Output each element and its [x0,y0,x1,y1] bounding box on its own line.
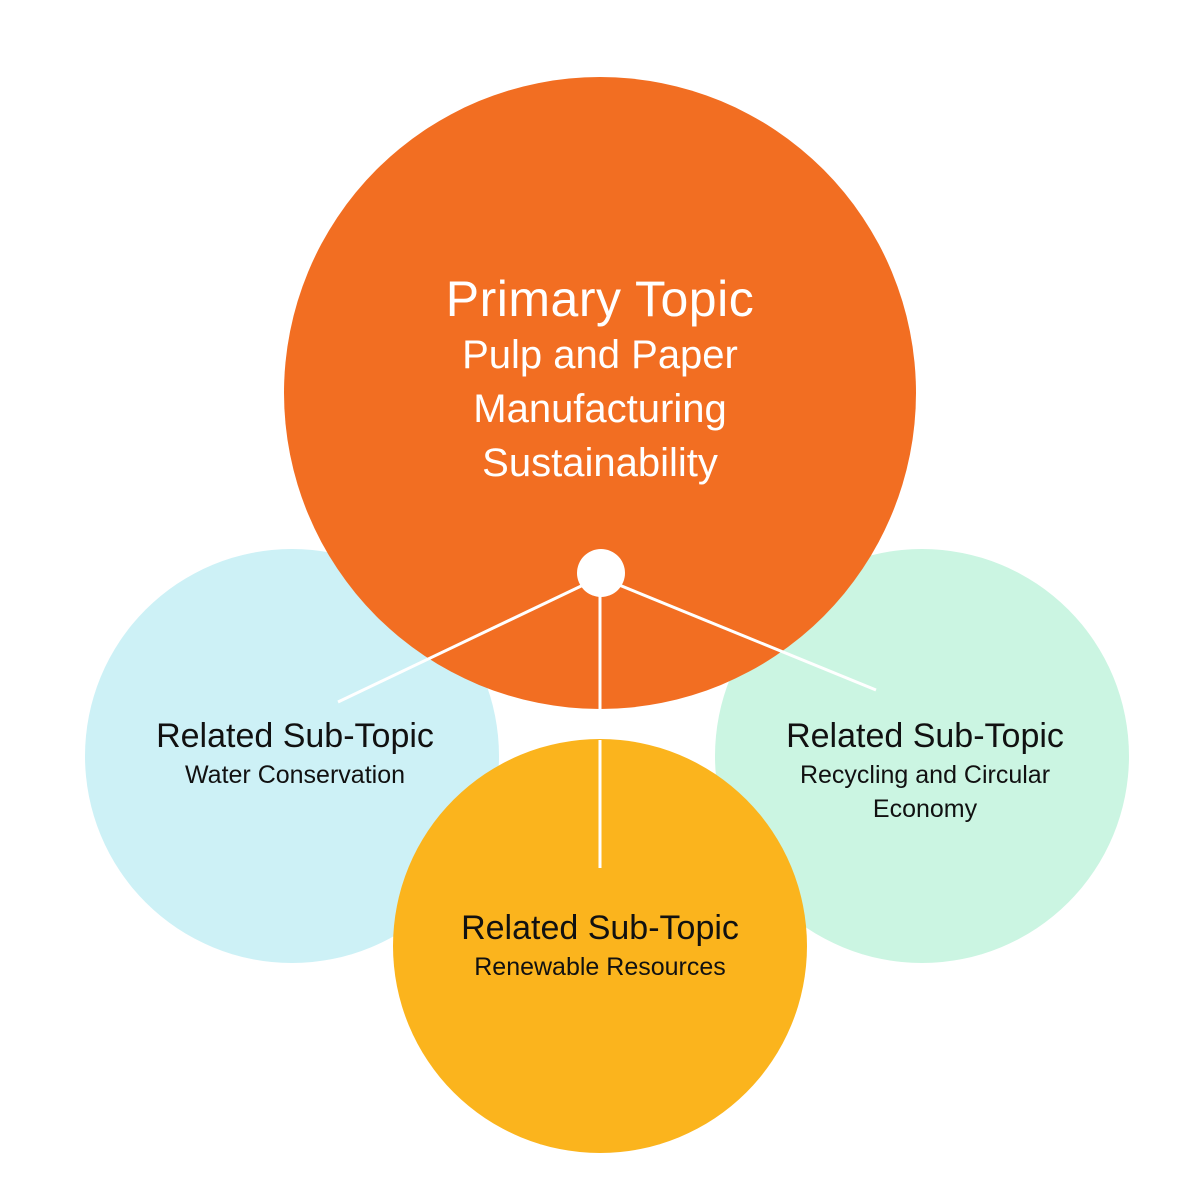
subtopic-name: Economy [872,795,978,823]
recycling-circle [715,549,1129,963]
subtopic-name: Recycling and Circular [799,761,1051,789]
subtopic-name: Water Conservation [185,761,405,789]
primary-topic-line: Manufacturing [473,387,727,431]
subtopic-title: Related Sub-Topic [156,717,434,755]
primary-topic-line: Sustainability [482,441,718,485]
primary-topic-title: Primary Topic [445,271,755,327]
connector-left [337,576,599,704]
subtopic-title: Related Sub-Topic [786,717,1064,755]
connector-right [601,576,877,692]
renewable-resources-circle [393,739,807,1153]
primary-topic-circle [284,77,916,709]
primary-topic-label: Primary Topic Pulp and Paper Manufacturi… [300,270,900,490]
subtopic-name: Renewable Resources [474,953,726,981]
primary-topic-line: Pulp and Paper [462,333,738,377]
recycling-label: Related Sub-Topic Recycling and Circular… [725,714,1125,826]
connector-hub [577,549,625,597]
water-conservation-label: Related Sub-Topic Water Conservation [95,714,495,792]
water-conservation-circle [85,549,499,963]
subtopic-title: Related Sub-Topic [461,909,739,947]
renewable-resources-label: Related Sub-Topic Renewable Resources [400,906,800,984]
